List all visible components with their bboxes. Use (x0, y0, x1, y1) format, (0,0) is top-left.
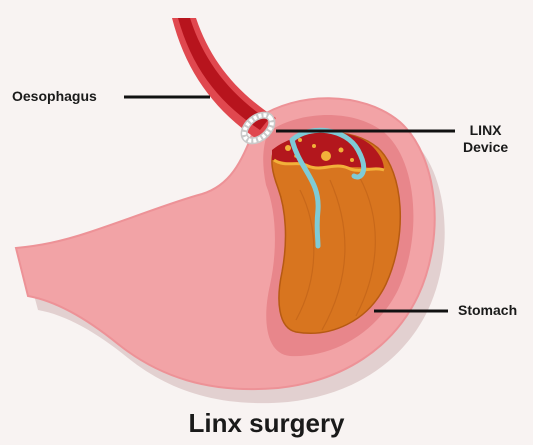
linx-label-line2: Device (463, 139, 508, 156)
diagram-caption: Linx surgery (0, 408, 533, 439)
oesophagus-label: Oesophagus (12, 88, 97, 105)
stomach-label: Stomach (458, 302, 517, 319)
linx-label-line1: LINX (463, 122, 508, 139)
linx-device-label: LINX Device (463, 122, 508, 156)
